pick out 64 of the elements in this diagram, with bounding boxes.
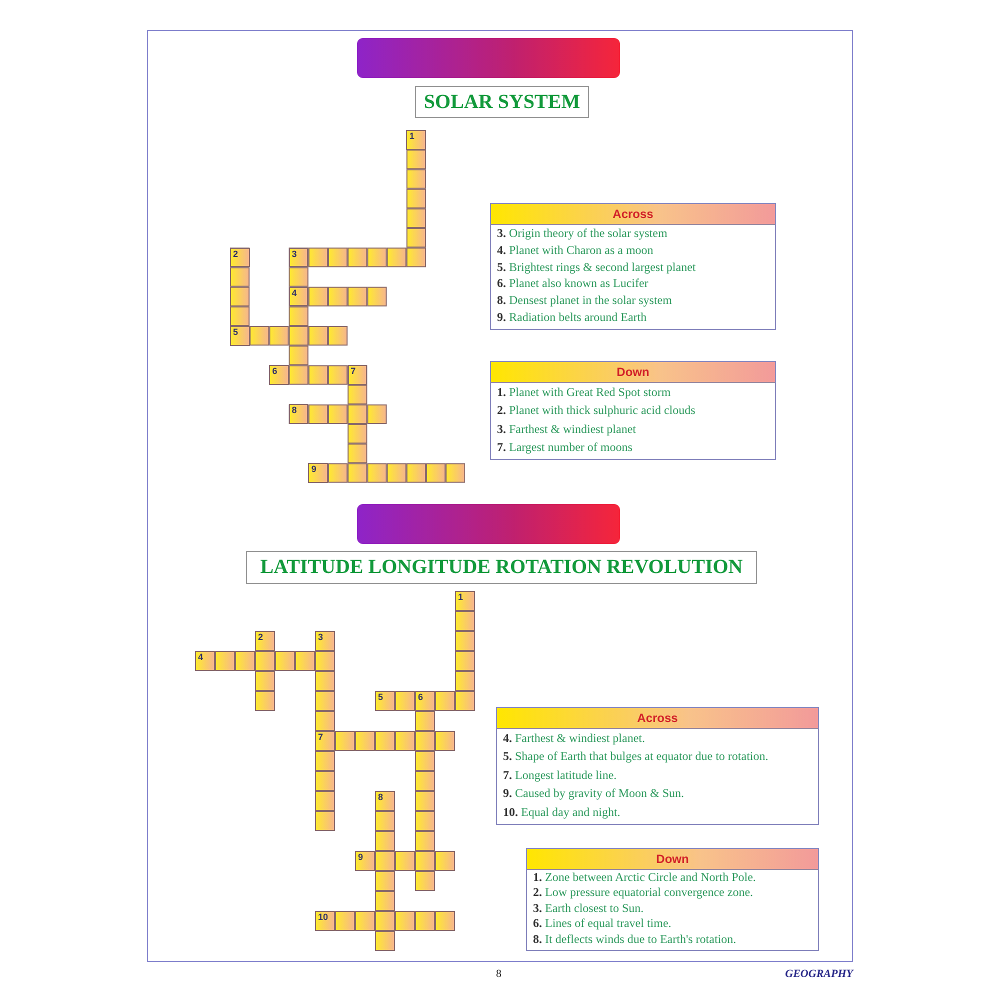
crossword-cell xyxy=(288,248,308,268)
cell-number: 8 xyxy=(292,405,297,416)
clue-text: 5. Shape of Earth that bulges at equator due to rotation. xyxy=(503,748,768,766)
cell-number: 3 xyxy=(318,632,324,643)
clue-header: Down xyxy=(527,849,818,870)
title-text: SOLAR SYSTEM xyxy=(424,90,580,114)
clue-text: 2. Planet with thick sulphuric acid clouds xyxy=(497,402,696,420)
cell-number: 1 xyxy=(458,592,464,603)
clue-text: 4. Farthest & windiest planet. xyxy=(503,730,645,747)
clue-box xyxy=(526,848,819,951)
crossword-cell xyxy=(406,130,426,150)
clue-text: 8. Densest planet in the solar system xyxy=(497,292,672,310)
crossword-cell xyxy=(230,326,250,346)
clue-text: 3. Origin theory of the solar system xyxy=(497,225,668,242)
clue-text: 2. Low pressure equatorial convergence zone. xyxy=(533,885,754,901)
clue-header: Across xyxy=(491,204,775,225)
clue-text: 1. Zone between Arctic Circle and North Pole. xyxy=(533,870,756,886)
crossword-cell xyxy=(348,365,368,385)
clue-text: 8. It deflects winds due to Earth's rotation. xyxy=(533,932,736,948)
cell-number: 6 xyxy=(272,366,278,378)
cell-number: 2 xyxy=(258,632,264,643)
crossword-cell xyxy=(288,404,308,424)
title-text: LATITUDE LONGITUDE ROTATION REVOLUTION xyxy=(260,556,743,579)
title-box xyxy=(415,86,589,118)
clue-text: 5. Brightest rings & second largest planet xyxy=(497,258,696,276)
clue-text: 9. Caused by gravity of Moon & Sun. xyxy=(503,785,684,802)
cell-number: 8 xyxy=(378,792,384,803)
cell-number: 6 xyxy=(418,692,424,703)
crossword-cell xyxy=(230,248,250,268)
crossword-cell xyxy=(269,365,289,385)
clue-box xyxy=(490,203,776,330)
cell-number: 4 xyxy=(198,652,204,663)
clue-text: 3. Farthest & windiest planet xyxy=(497,420,636,438)
cell-number: 9 xyxy=(358,852,364,863)
clue-text: 6. Planet also known as Lucifer xyxy=(497,275,648,292)
clue-text: 3. Earth closest to Sun. xyxy=(533,900,644,916)
footer-text: GEOGRAPHY xyxy=(784,968,853,980)
clue-box xyxy=(496,707,819,825)
banner-box xyxy=(357,504,620,544)
clue-header: Down xyxy=(491,362,775,383)
banner-box xyxy=(357,38,620,78)
cell-number: 7 xyxy=(350,366,356,378)
clue-text: 6. Lines of equal travel time. xyxy=(533,916,672,932)
clue-text: 4. Planet with Charon as a moon xyxy=(497,242,654,259)
crossword-cell xyxy=(308,463,328,483)
cell-number: 2 xyxy=(233,248,238,260)
cell-number: 10 xyxy=(318,912,328,923)
cell-number: 4 xyxy=(292,288,297,299)
cell-number: 9 xyxy=(311,464,316,476)
clue-text: 9. Radiation belts around Earth xyxy=(497,309,647,326)
page-number: 8 xyxy=(496,968,502,980)
clue-text: 7. Largest number of moons xyxy=(497,438,632,456)
clue-text: 7. Longest latitude line. xyxy=(503,766,617,784)
cell-number: 1 xyxy=(409,131,414,142)
clue-text: 1. Planet with Great Red Spot storm xyxy=(497,384,671,401)
clue-box xyxy=(490,361,776,460)
title-box xyxy=(246,551,757,584)
clue-text: 10. Equal day and night. xyxy=(503,804,620,821)
clue-header: Across xyxy=(497,708,818,729)
cell-number: 3 xyxy=(292,248,297,260)
cell-number: 5 xyxy=(378,692,384,703)
crossword-cell xyxy=(288,286,308,306)
cell-number: 7 xyxy=(318,732,324,743)
cell-number: 5 xyxy=(233,327,238,338)
